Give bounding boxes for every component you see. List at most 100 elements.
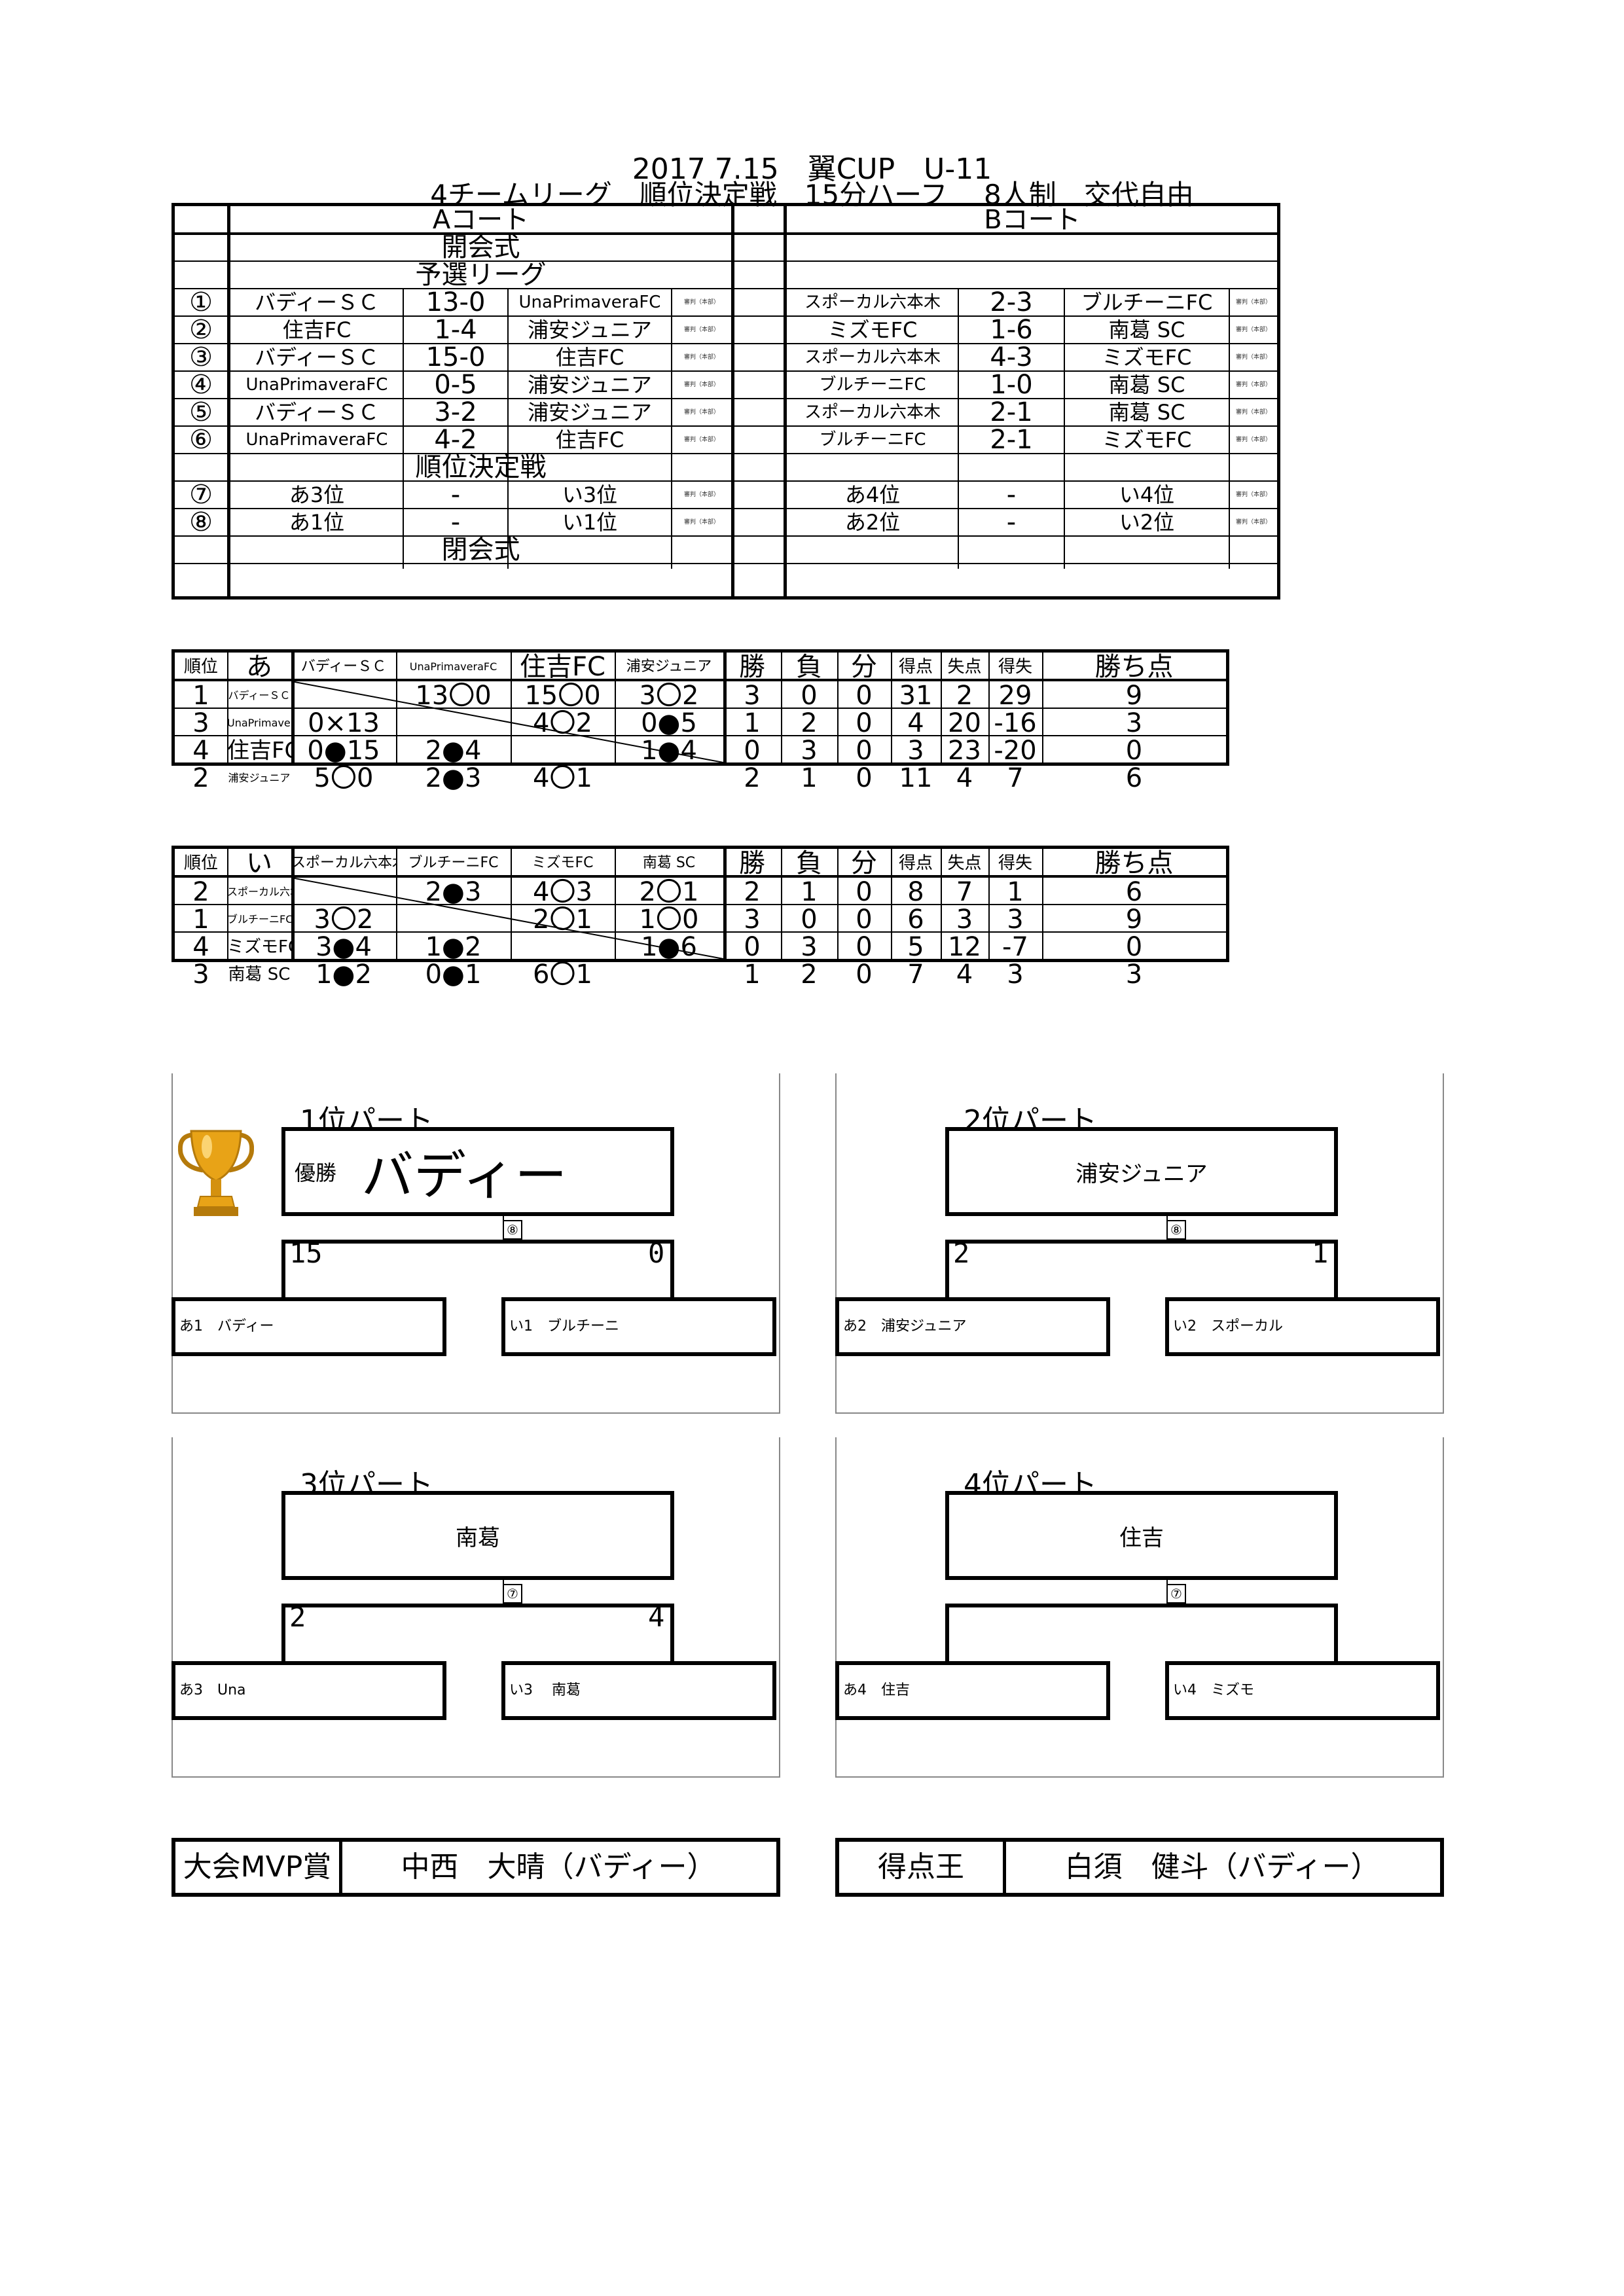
cell-value: 6 [1125, 878, 1143, 905]
team-a1: あ1位 [289, 510, 345, 535]
cell-value: 3 [1007, 960, 1024, 988]
cell-value: 1●6 [641, 933, 697, 960]
header-cell: 順位 [183, 657, 218, 677]
score-a: - [450, 481, 461, 509]
cell-value: 15〇0 [524, 681, 601, 709]
cell-value: 11 [899, 764, 933, 791]
score-b: 2-1 [990, 399, 1033, 426]
team-a2: UnaPrimaveraFC [518, 293, 661, 312]
referee-b: 審判（本部） [1235, 354, 1271, 361]
cell-value: 2●4 [425, 736, 482, 764]
cell-value: -7 [1002, 933, 1028, 960]
match-number: ② [189, 316, 213, 344]
team-right: い4 ミズモ [1165, 1661, 1440, 1720]
winner-name: 住吉 [1119, 1524, 1164, 1551]
team-b1: あ2位 [844, 510, 901, 535]
diagonal-line [291, 878, 723, 959]
cell-value: 4 [192, 933, 209, 960]
cell-value: 4 [192, 736, 209, 764]
score-a: 13-0 [425, 289, 486, 316]
header-cell: 分 [851, 653, 877, 680]
cell-value: 3〇2 [314, 905, 374, 933]
cell-value: 3 [192, 709, 209, 736]
team-b1: あ4位 [844, 482, 901, 507]
team-a1: 住吉FC [282, 317, 352, 342]
winner-name: バディー [361, 1145, 568, 1206]
cell-value: 浦安ジュニア [228, 772, 291, 784]
team-a1: バディーＳＣ [255, 345, 379, 370]
cell-value: 2 [801, 960, 818, 988]
header-cell: 住吉FC [520, 653, 605, 680]
cell-value: 0 [856, 681, 873, 709]
referee-a: 審判（本部） [683, 492, 719, 498]
winner-prefix: 優勝 [295, 1160, 337, 1185]
cell-value: 3〇2 [639, 681, 699, 709]
cell-value: 3 [1125, 960, 1143, 988]
referee-b: 審判（本部） [1235, 409, 1271, 416]
cell-value: 4 [956, 960, 973, 988]
cell-value: 29 [998, 681, 1032, 709]
header-cell: 分 [851, 849, 877, 876]
team-b1: ブルチーニFC [819, 375, 926, 395]
cell-value: 4 [907, 709, 924, 736]
score-b: - [1006, 481, 1017, 509]
match-number: ⑦ [189, 481, 213, 509]
bracket-panel-2 [835, 1073, 1444, 1414]
match-number: ⑧ [1166, 1220, 1186, 1240]
placement-label: 順位決定戦 [415, 454, 547, 481]
header-cell: 南葛 SC [642, 855, 696, 871]
team-right: い2 スポーカル [1165, 1297, 1440, 1356]
cell-value: 0 [801, 681, 818, 709]
header-cell: 得失 [998, 657, 1032, 677]
score-left: 2 [289, 1601, 306, 1633]
referee-a: 審判（本部） [683, 437, 719, 443]
closing-ceremony: 閉会式 [441, 536, 520, 564]
bracket-panel-3 [171, 1437, 780, 1778]
winner-box: 住吉 [945, 1491, 1338, 1580]
match-number: ⑦ [503, 1584, 522, 1604]
team-a2: 住吉FC [555, 345, 624, 370]
cell-value: 5 [907, 933, 924, 960]
team-b2: ミズモFC [1102, 427, 1192, 452]
cell-value: 1 [801, 764, 818, 791]
score-left: 15 [289, 1237, 323, 1269]
cell-value: 住吉FC [227, 738, 291, 764]
cell-value: 2〇1 [639, 878, 699, 905]
cell-value: 0●1 [425, 960, 482, 988]
cell-value: 0 [856, 905, 873, 933]
team-a1: バディーＳＣ [255, 400, 379, 425]
cell-value: 0●5 [641, 709, 697, 736]
match-number: ④ [189, 371, 213, 399]
team-b1: ブルチーニFC [819, 430, 926, 450]
cell-value: 0 [1125, 933, 1143, 960]
cell-value: 1〇0 [639, 905, 699, 933]
cell-value: 3 [801, 736, 818, 764]
cell-value: スポーカル六本木 [227, 886, 291, 898]
cell-value: 3 [192, 960, 209, 988]
team-b2: い4位 [1119, 482, 1175, 507]
score-b: 2-1 [990, 426, 1033, 454]
header-cell: 得失 [998, 853, 1032, 873]
mvp-award: 大会MVP賞 中西 大晴（バディー） [171, 1838, 780, 1897]
header-cell: ブルチーニFC [408, 855, 499, 871]
cell-value: 0 [856, 764, 873, 791]
cell-value: 2〇1 [533, 905, 592, 933]
team-a2: 浦安ジュニア [528, 372, 652, 397]
bracket-panel-4 [835, 1437, 1444, 1778]
cell-value: 4〇3 [533, 878, 592, 905]
match-number: ③ [189, 344, 213, 371]
cell-value: 0 [856, 709, 873, 736]
winner-box: 南葛 [281, 1491, 674, 1580]
team-b2: ブルチーニFC [1081, 290, 1213, 315]
cell-value: 8 [907, 878, 924, 905]
team-a1: あ3位 [289, 482, 345, 507]
cell-value: 0●15 [307, 736, 380, 764]
referee-b: 審判（本部） [1235, 299, 1271, 306]
cell-value: 7 [956, 878, 973, 905]
cell-value: 3 [744, 681, 761, 709]
header-cell: 得点 [898, 657, 933, 677]
